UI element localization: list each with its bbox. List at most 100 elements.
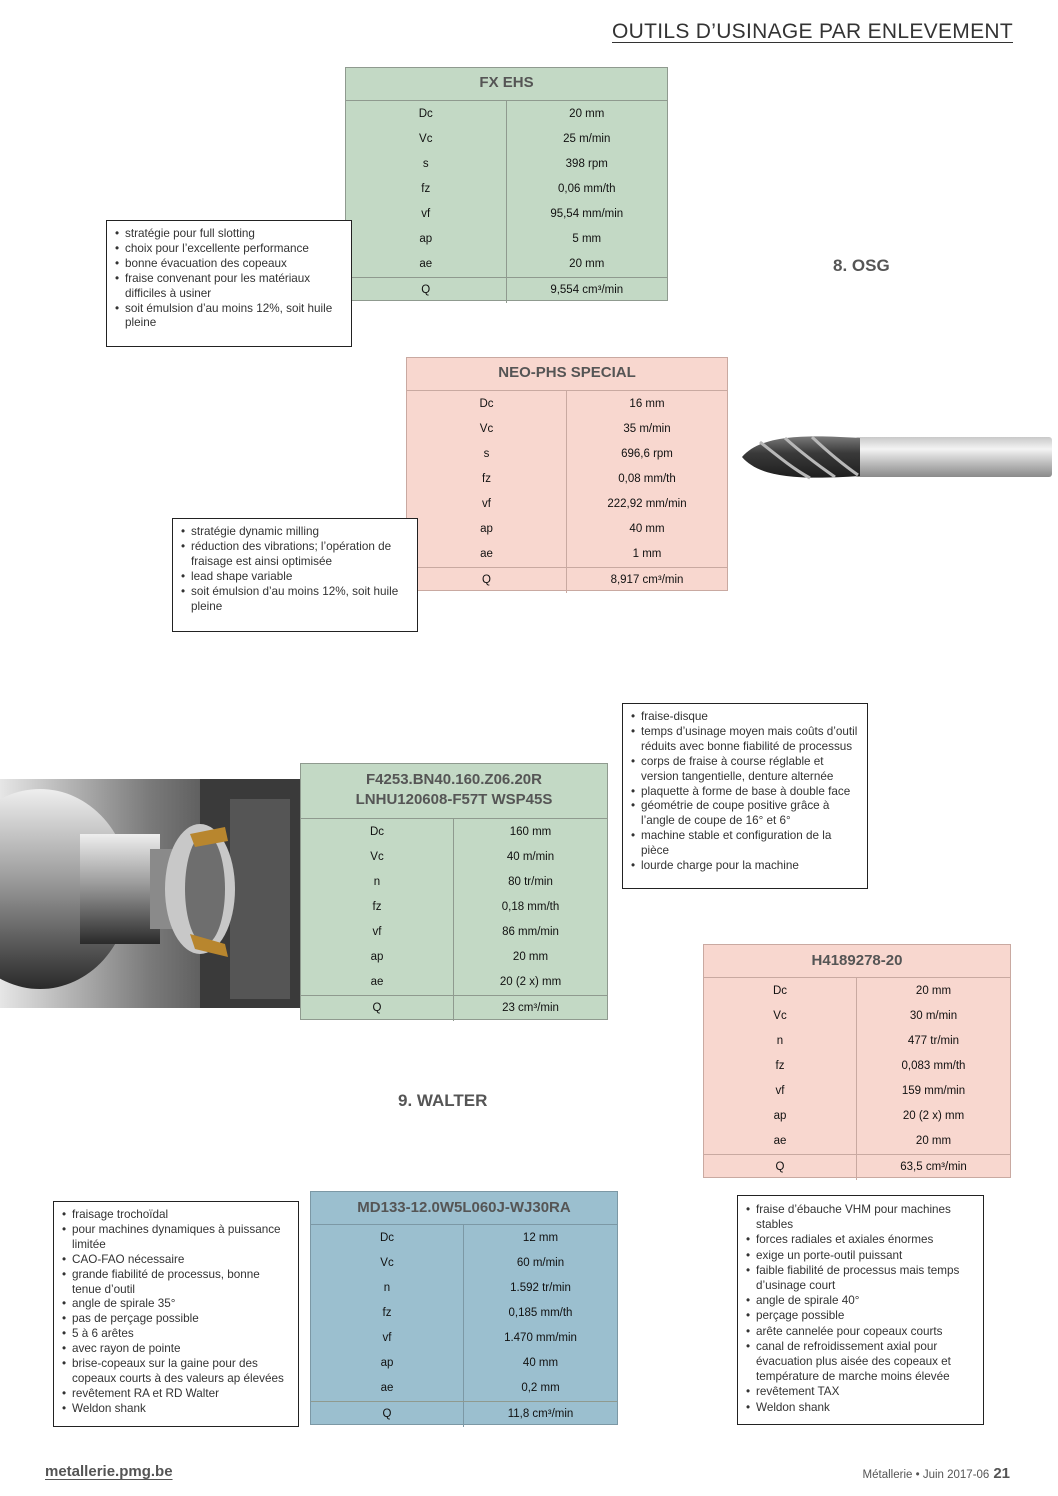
note-item: Weldon shank xyxy=(62,1402,290,1417)
param-value: 0,18 mm/th xyxy=(501,900,560,913)
param-name: n xyxy=(311,1275,464,1301)
note-item: lourde charge pour la machine xyxy=(631,859,859,874)
param-name: Q xyxy=(346,277,507,303)
note-item: fraisage trochoïdal xyxy=(62,1208,290,1223)
note-item: pas de perçage possible xyxy=(62,1312,290,1327)
param-name: ap xyxy=(311,1350,464,1376)
param-name: ae xyxy=(301,969,454,995)
table-row: vf 95,54 mm/min xyxy=(346,201,667,227)
param-value: 477 tr/min xyxy=(907,1034,960,1047)
table-row: Vc 30 m/min xyxy=(704,1003,1010,1029)
param-value: 0,185 mm/th xyxy=(508,1306,573,1319)
table-title-line-1: F4253.BN40.160.Z06.20R xyxy=(366,771,542,788)
param-name: ae xyxy=(311,1375,464,1401)
note-item: canal de refroidissement axial pour évac… xyxy=(746,1339,975,1385)
param-name: Dc xyxy=(407,391,567,417)
note-item: choix pour l’excellente performance xyxy=(115,242,343,257)
param-name: vf xyxy=(346,201,507,227)
param-value: 40 mm xyxy=(522,1357,559,1370)
note-item: stratégie dynamic milling xyxy=(181,525,409,540)
param-value: 696,6 rpm xyxy=(621,447,673,460)
table-row: Dc 12 mm xyxy=(311,1225,617,1251)
param-name: s xyxy=(346,151,507,177)
param-name: Dc xyxy=(311,1225,464,1251)
machining-photo xyxy=(0,779,300,1008)
note-item: plaquette à forme de base à double face xyxy=(631,785,859,800)
param-value: 0,08 mm/th xyxy=(618,472,676,485)
param-value: 9,554 cm³/min xyxy=(550,284,624,297)
note-h4189: fraise d’ébauche VHM pour machines stabl… xyxy=(737,1195,984,1425)
note-item: réduction des vibrations; l’opération de… xyxy=(181,540,409,570)
param-value: 63,5 cm³/min xyxy=(900,1161,967,1174)
note-item: Weldon shank xyxy=(746,1400,975,1415)
note-item: soit émulsion d’au moins 12%, soit huile… xyxy=(115,302,343,332)
param-name: Dc xyxy=(346,101,507,127)
param-name: Q xyxy=(704,1154,857,1180)
param-value: 35 m/min xyxy=(623,422,671,435)
param-name: ap xyxy=(704,1103,857,1129)
param-name: Vc xyxy=(311,1250,464,1276)
note-item: CAO-FAO nécessaire xyxy=(62,1253,290,1268)
param-name: Vc xyxy=(704,1003,857,1029)
param-name: n xyxy=(704,1028,857,1054)
param-value: 20 mm xyxy=(915,1135,952,1148)
param-name: vf xyxy=(311,1325,464,1351)
note-item: stratégie pour full slotting xyxy=(115,227,343,242)
param-name: vf xyxy=(407,491,567,517)
param-value: 95,54 mm/min xyxy=(550,207,624,220)
param-value: 80 tr/min xyxy=(508,875,553,888)
table-title: NEO-PHS SPECIAL xyxy=(407,358,727,391)
param-value: 12 mm xyxy=(522,1231,559,1244)
note-item: fraise d’ébauche VHM pour machines stabl… xyxy=(746,1202,975,1232)
note-item: corps de fraise à course réglable et ver… xyxy=(631,755,859,785)
param-name: Vc xyxy=(301,844,454,870)
table-title-line-2: LNHU120608-F57T WSP45S xyxy=(355,791,553,808)
param-name: Vc xyxy=(346,126,507,152)
table-row: Vc 25 m/min xyxy=(346,126,667,152)
param-value: 25 m/min xyxy=(563,132,611,145)
footer-website[interactable]: metallerie.pmg.be xyxy=(45,1463,173,1480)
page-header-title: OUTILS D’USINAGE PAR ENLEVEMENT xyxy=(612,20,1013,43)
param-value: 8,917 cm³/min xyxy=(610,574,684,587)
param-name: Q xyxy=(407,567,567,593)
param-value: 60 m/min xyxy=(516,1256,565,1269)
note-item: faible fiabilité de processus mais temps… xyxy=(746,1263,975,1293)
section-title-walter: 9. WALTER xyxy=(398,1091,488,1110)
param-value: 20 mm xyxy=(915,984,952,997)
section-title-osg: 8. OSG xyxy=(833,256,890,275)
spec-table-f4253: F4253.BN40.160.Z06.20R LNHU120608-F57T W… xyxy=(300,763,608,1021)
param-value: 0,2 mm xyxy=(521,1382,560,1395)
note-item: fraise convenant pour les matériaux diff… xyxy=(115,272,343,302)
note-f4253: fraise-disquetemps d’usinage moyen mais … xyxy=(622,703,868,889)
param-value: 159 mm/min xyxy=(901,1084,966,1097)
param-name: ap xyxy=(346,226,507,252)
note-item: brise-copeaux sur la gaine pour des cope… xyxy=(62,1357,290,1387)
param-name: Dc xyxy=(704,978,857,1004)
table-row: n 477 tr/min xyxy=(704,1028,1010,1054)
param-value: 30 m/min xyxy=(909,1009,958,1022)
param-value: 11,8 cm³/min xyxy=(507,1408,574,1421)
param-name: n xyxy=(301,869,454,895)
note-item: arête cannelée pour copeaux courts xyxy=(746,1324,975,1339)
param-value: 16 mm xyxy=(629,397,665,410)
param-value: 23 cm³/min xyxy=(502,1002,559,1015)
